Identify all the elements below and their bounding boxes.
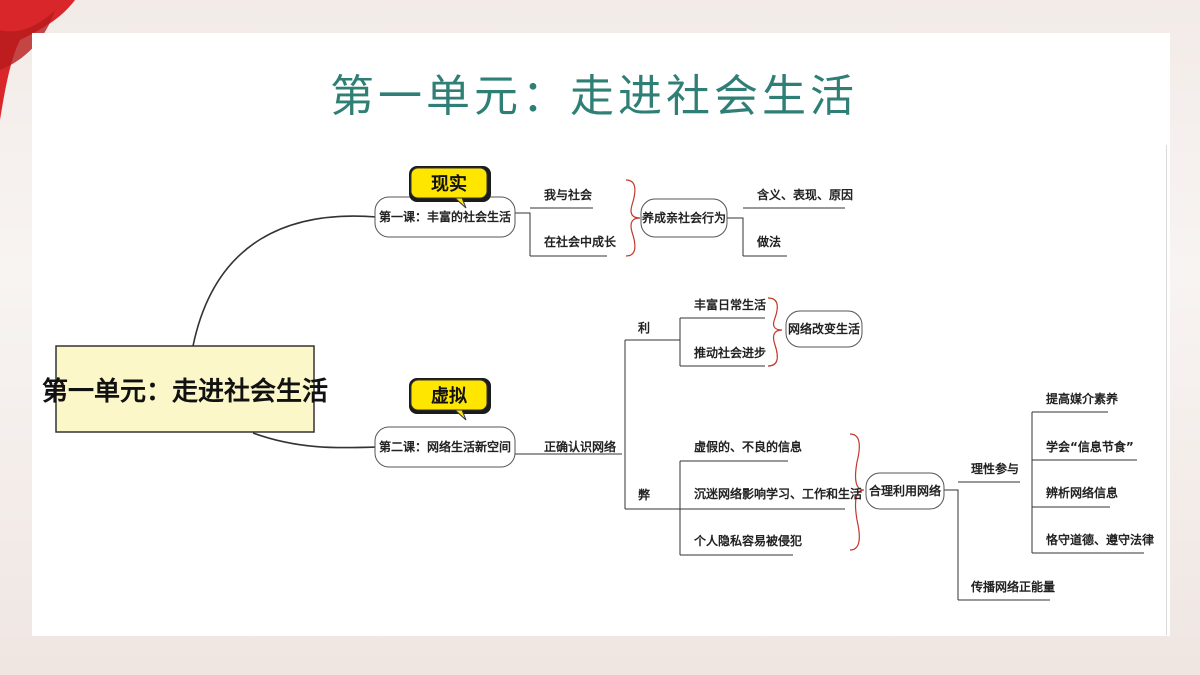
rational-item-1: 提高媒介素养	[1046, 391, 1118, 406]
cons-item-1: 虚假的、不良的信息	[694, 439, 802, 454]
root-label: 第一单元：走进社会生活	[42, 376, 328, 407]
behavior-item-2: 做法	[756, 234, 781, 249]
root-node	[55, 345, 315, 433]
pros-result-label: 网络改变生活	[788, 321, 860, 336]
cons-item-3: 个人隐私容易被侵犯	[693, 533, 802, 548]
pros-item-1: 丰富日常生活	[694, 297, 766, 312]
connectors	[192, 215, 378, 449]
pros-result-node	[785, 310, 863, 348]
spread-label: 传播网络正能量	[970, 579, 1055, 594]
behavior-label: 养成亲社会行为	[641, 210, 726, 225]
cons-label: 弊	[638, 487, 651, 502]
brackets	[625, 179, 865, 551]
behavior-node	[640, 198, 728, 238]
lesson1-label: 第一课：丰富的社会生活	[379, 209, 511, 224]
page-title: 第一单元：走进社会生活	[330, 71, 858, 122]
rational-item-3: 辨析网络信息	[1046, 485, 1118, 500]
understand-label: 正确认识网络	[544, 439, 616, 454]
rational-label: 理性参与	[971, 461, 1019, 476]
rational-item-4: 恪守道德、遵守法律	[1045, 532, 1154, 547]
lesson2-node	[374, 426, 516, 468]
tag-virtual: 虚拟	[409, 378, 491, 421]
lesson2-label: 第二课：网络生活新空间	[379, 439, 511, 454]
branch-lines	[515, 207, 1144, 601]
tag-real-label: 现实	[431, 173, 467, 195]
tag-virtual-label: 虚拟	[431, 385, 467, 407]
lesson1-item-2: 在社会中成长	[544, 234, 617, 249]
lesson1-item-1: 我与社会	[544, 187, 593, 202]
red-ribbon-decoration	[0, 0, 75, 120]
use-node	[865, 472, 945, 510]
content-sheet	[32, 33, 1170, 636]
sheet-edge-line	[1166, 145, 1167, 635]
rational-item-2: 学会“信息节食”	[1046, 439, 1134, 454]
pros-label: 利	[638, 320, 650, 335]
behavior-item-1: 含义、表现、原因	[757, 187, 853, 202]
use-label: 合理利用网络	[869, 483, 941, 498]
cons-item-2: 沉迷网络影响学习、工作和生活	[694, 486, 862, 501]
tag-real: 现实	[409, 166, 491, 209]
pros-item-2: 推动社会进步	[694, 345, 766, 360]
